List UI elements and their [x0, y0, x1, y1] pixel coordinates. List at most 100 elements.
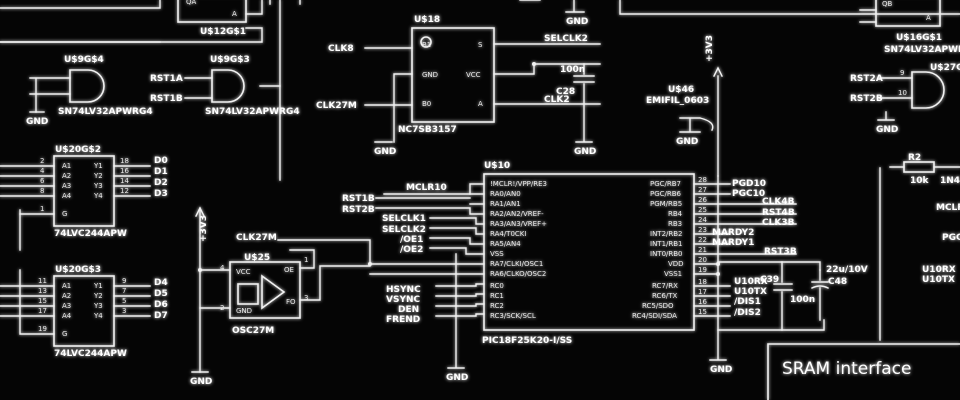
- c28-cap: GND 100n C28 GND: [519, 0, 596, 157]
- u10-lp-13: RC3/SCK/SCL: [490, 312, 536, 320]
- u18-pin-a: A: [478, 100, 483, 108]
- u10-rpn-8: 20: [698, 256, 707, 264]
- u10-rpn-12: 16: [698, 298, 707, 306]
- u10-net-pgd10: PGD10: [732, 179, 766, 189]
- u10-right-pin-labels: PGC/RB7 PGC/RB6 PGM/RB5 RB4 RB3 INT2/RB2…: [632, 180, 684, 320]
- u25-pn-3: 3: [304, 294, 308, 302]
- c28-gnd: GND: [574, 147, 596, 157]
- u10-rpn-9: 19: [698, 266, 707, 274]
- u20g3-type: 74LVC244APW: [54, 349, 127, 359]
- u20g3-pn-11: 11: [38, 277, 47, 285]
- u27-in-b: RST2B: [850, 94, 883, 104]
- u20g3-a2: A2: [62, 292, 71, 300]
- u9g3-in-a: RST1A: [150, 74, 183, 84]
- u20g3-pn-5: 5: [122, 297, 126, 305]
- u20g2-d1: D1: [154, 167, 168, 177]
- u20g2-a4: A4: [62, 192, 72, 200]
- u20g2-pn-18: 18: [120, 157, 129, 165]
- u20g2-buffer: U$20G$2 A1 A2 A3 A4 G Y1 Y2 Y3 Y4 2 4 6 …: [0, 145, 168, 251]
- u20g2-pn-16: 16: [120, 167, 129, 175]
- u25-oscillator: +3V3 U$25 VCC OE GND FO 4 1 2 3 CLK27M O…: [190, 206, 371, 387]
- u18-net-clk2: CLK2: [544, 95, 570, 105]
- u10-lp-9: RA6/CLKO/OSC2: [490, 270, 546, 278]
- u18-net-clk27m: CLK27M: [316, 101, 357, 111]
- c39-value: 100n: [790, 295, 815, 305]
- u20g2-pn-2: 2: [40, 157, 44, 165]
- u10-lp-4: RA3/AN3/VREF+: [490, 220, 547, 228]
- u27-in-a: RST2A: [850, 74, 883, 84]
- u25-pn-1: 1: [304, 256, 308, 264]
- r2-value: 10k: [910, 176, 930, 186]
- u20g3-d7: D7: [154, 311, 168, 321]
- u27-label: U$27G: [930, 63, 960, 73]
- u18-net-selclk2: SELCLK2: [544, 34, 588, 44]
- c48-label: C48: [828, 277, 847, 287]
- u16-pin-a: A: [926, 14, 931, 22]
- u10-rpn-1: 27: [698, 186, 707, 194]
- u9g4-gate: U$9G$4 GND SN74LV32APWRG4: [26, 55, 153, 127]
- u27-pin-9: 9: [900, 69, 904, 77]
- u20g3-d4: D4: [154, 278, 168, 288]
- u10-net-oe2: /OE2: [400, 245, 423, 255]
- u18-mux: U$18 B1 GND B0 S VCC A NC7SB3157 GND CLK…: [316, 15, 601, 157]
- u20g3-pn-15: 15: [38, 297, 47, 305]
- u18-label: U$18: [414, 15, 440, 25]
- u10-net-frend: FREND: [386, 315, 420, 325]
- u10-type: PIC18F25K20-I/SS: [482, 336, 572, 346]
- u10-net-u10tx: U10TX: [734, 287, 767, 297]
- u10-net-mclr10: MCLR10: [406, 183, 447, 193]
- u10-net-rst2b: RST2B: [342, 205, 375, 215]
- u10-rp-1: PGC/RB6: [650, 190, 682, 198]
- u10-net-pgc10: PGC10: [732, 189, 765, 199]
- u25-pin-vcc: VCC: [236, 268, 251, 276]
- u10-net-clk3b: CLK3B: [762, 218, 795, 228]
- u9g4-label: U$9G$4: [64, 55, 104, 65]
- u25-gnd: GND: [190, 377, 212, 387]
- u10-rp-9: VSS1: [664, 270, 682, 278]
- u25-type: OSC27M: [232, 326, 274, 336]
- u9g3-in-b: RST1B: [150, 94, 183, 104]
- u20g3-pn-17: 17: [38, 307, 47, 315]
- u10-net-u10rx: U10RX: [734, 277, 768, 287]
- u10-lp-3: RA2/AN2/VREF-: [490, 210, 544, 218]
- c48-value: 22u/10V: [826, 265, 868, 275]
- r2-net: 1N41: [940, 176, 960, 186]
- u10-net-selclk2: SELCLK2: [382, 225, 426, 235]
- u18-pin-s: S: [478, 41, 483, 49]
- u10-net-dis2: /DIS2: [734, 308, 761, 318]
- u9g4-gnd: GND: [26, 117, 48, 127]
- u46-gnd: GND: [676, 137, 698, 147]
- u20g2-pn-1: 1: [40, 205, 44, 213]
- gnd-top: GND: [566, 17, 588, 27]
- c39-label: C39: [760, 275, 779, 285]
- right-u10rx: U10RX: [922, 265, 956, 275]
- sram-interface-title: SRAM interface: [782, 359, 911, 379]
- right-u10tx: U10TX: [922, 275, 955, 285]
- u10-net-mardy1: MARDY1: [712, 238, 754, 248]
- u20g2-pn-8: 8: [40, 187, 44, 195]
- u27-gate: U$27G 9 10 RST2A RST2B GND: [850, 63, 960, 135]
- u20g2-type: 74LVC244APW: [54, 229, 127, 239]
- u10-rp-10: RC7/RX: [652, 282, 678, 290]
- u10-right-pin-numbers: 28 27 26 25 24 23 22 21 20 19 18 17 16 1…: [698, 176, 707, 316]
- u18-pin-vcc: VCC: [466, 71, 481, 79]
- u10-lp-6: RA5/AN4: [490, 240, 521, 248]
- u20g3-pn-3: 3: [122, 307, 126, 315]
- u25-pin-oe: OE: [284, 266, 294, 274]
- c28-value: 100n: [560, 65, 585, 75]
- u10-rpn-6: 22: [698, 236, 707, 244]
- u20g2-pn-14: 14: [120, 177, 129, 185]
- u9g3-gate: U$9G$3 RST1A RST1B SN74LV32APWRG4: [150, 0, 301, 181]
- u9g4-type: SN74LV32APWRG4: [58, 107, 153, 117]
- u9g3-type: SN74LV32APWRG4: [205, 107, 300, 117]
- u18-pin-b0: B0: [422, 100, 431, 108]
- u25-pn-4: 4: [220, 264, 225, 272]
- u10-rp-0: PGC/RB7: [650, 180, 681, 188]
- u10-rp-4: RB3: [668, 220, 682, 228]
- r2-resistor: R2 10k 1N41: [889, 153, 960, 186]
- u27-gnd: GND: [876, 125, 898, 135]
- c28-label: C28: [556, 87, 575, 97]
- u20g3-a4: A4: [62, 312, 72, 320]
- u10-net-clk4b: CLK4B: [762, 197, 795, 207]
- decoupling-caps: C39 100n 22u/10V C48: [717, 261, 868, 331]
